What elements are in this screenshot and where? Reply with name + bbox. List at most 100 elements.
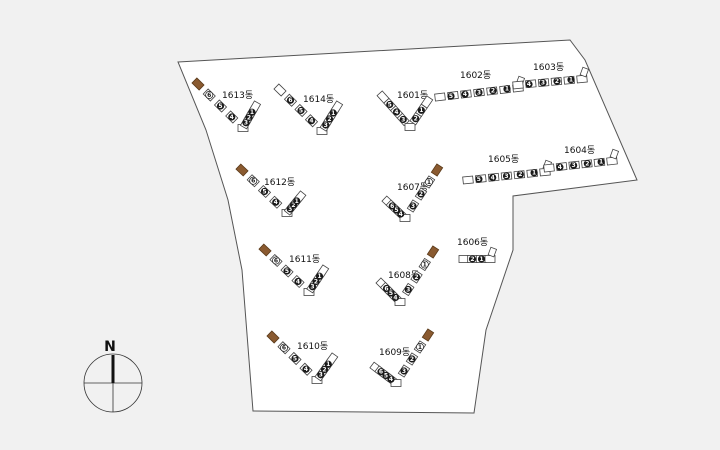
- store-unit: [235, 163, 249, 177]
- unit-number-marker: [570, 161, 578, 169]
- unit-number: 2: [491, 88, 495, 95]
- unit-number-marker: [530, 169, 538, 177]
- unit-number-marker: [297, 106, 305, 115]
- store-unit: [430, 163, 444, 177]
- unit-number: 1: [569, 77, 573, 84]
- unit-number-marker: [293, 197, 301, 205]
- unit-number: 1: [418, 344, 422, 351]
- apartment-unit: [512, 80, 524, 90]
- building-label: 1608동: [388, 270, 419, 281]
- store-unit: [421, 328, 435, 342]
- unit-number: 2: [470, 256, 474, 263]
- apartment-unit: [434, 92, 446, 102]
- end-tower: [487, 246, 498, 258]
- unit-number-marker: [412, 273, 421, 281]
- unit-number-marker: [489, 174, 497, 182]
- unit-number-marker: [382, 371, 390, 380]
- unit-number: 4: [309, 118, 313, 125]
- unit-number-marker: [377, 368, 385, 376]
- unit-number: 5: [394, 207, 398, 214]
- unit-number: 3: [310, 284, 314, 291]
- unit-number-marker: [325, 115, 334, 123]
- unit-number: 5: [389, 290, 393, 297]
- apartment-unit: [390, 379, 402, 387]
- unit-number-marker: [417, 190, 425, 198]
- apartment-unit: [399, 214, 411, 222]
- unit-number-marker: [317, 371, 325, 379]
- unit-number-marker: [461, 90, 469, 98]
- unit-number: 6: [251, 178, 255, 185]
- building-label: 1611동: [289, 254, 320, 265]
- unit-number: 3: [406, 286, 410, 293]
- apartment-unit: [420, 95, 434, 109]
- unit-number: 1: [532, 170, 536, 177]
- store-unit: [191, 77, 205, 91]
- unit-number: 1: [295, 198, 299, 205]
- unit-number: 5: [293, 355, 297, 362]
- unit-number: 6: [207, 92, 211, 99]
- unit-number: 3: [324, 122, 328, 129]
- unit-number: 1: [331, 110, 335, 117]
- unit-number: 4: [389, 376, 393, 383]
- unit-number: 2: [314, 278, 318, 285]
- unit-number-marker: [294, 277, 302, 286]
- unit-number-marker: [409, 202, 417, 210]
- unit-number-marker: [382, 284, 391, 293]
- unit-number: 4: [558, 164, 562, 171]
- end-tower: [579, 66, 590, 78]
- unit-number: 4: [491, 174, 495, 181]
- unit-number-marker: [387, 375, 395, 383]
- unit-number-marker: [205, 91, 214, 99]
- building-label: 1603동: [533, 62, 564, 73]
- unit-number-marker: [404, 285, 412, 294]
- unit-number: 5: [477, 176, 481, 183]
- unit-number: 4: [304, 366, 308, 373]
- unit-number-marker: [503, 85, 511, 93]
- unit-number-marker: [324, 360, 332, 368]
- unit-number: 4: [399, 211, 403, 218]
- store-unit: [258, 243, 272, 257]
- unit-number: 4: [394, 109, 398, 116]
- unit-number: 4: [393, 294, 397, 301]
- site-boundary: [177, 39, 638, 414]
- unit-number-marker: [392, 108, 401, 116]
- unit-number-marker: [477, 255, 486, 263]
- building-label: 1613동: [222, 90, 253, 101]
- unit-number: 5: [299, 107, 303, 114]
- end-tower: [609, 148, 620, 160]
- unit-number-marker: [399, 115, 407, 124]
- unit-number-marker: [216, 102, 225, 110]
- unit-number: 2: [414, 115, 418, 122]
- building-label: 1601동: [397, 90, 428, 101]
- unit-number: 4: [274, 199, 278, 206]
- unit-number-marker: [280, 343, 288, 352]
- unit-number: 3: [541, 80, 545, 87]
- unit-number: 1: [419, 107, 423, 114]
- unit-number: 1: [427, 179, 431, 186]
- unit-number: 5: [388, 101, 392, 108]
- building-label: 1604동: [564, 145, 595, 156]
- unit-number-marker: [556, 163, 564, 171]
- unit-number: 3: [411, 203, 415, 210]
- unit-number: 5: [218, 103, 222, 110]
- unit-number-marker: [525, 80, 533, 88]
- unit-number-marker: [242, 119, 250, 127]
- unit-number: 2: [555, 78, 559, 85]
- unit-number-marker: [248, 108, 256, 116]
- unit-number: 6: [379, 369, 383, 376]
- north-compass[interactable]: N: [83, 339, 143, 413]
- building-label: 1610동: [297, 341, 328, 352]
